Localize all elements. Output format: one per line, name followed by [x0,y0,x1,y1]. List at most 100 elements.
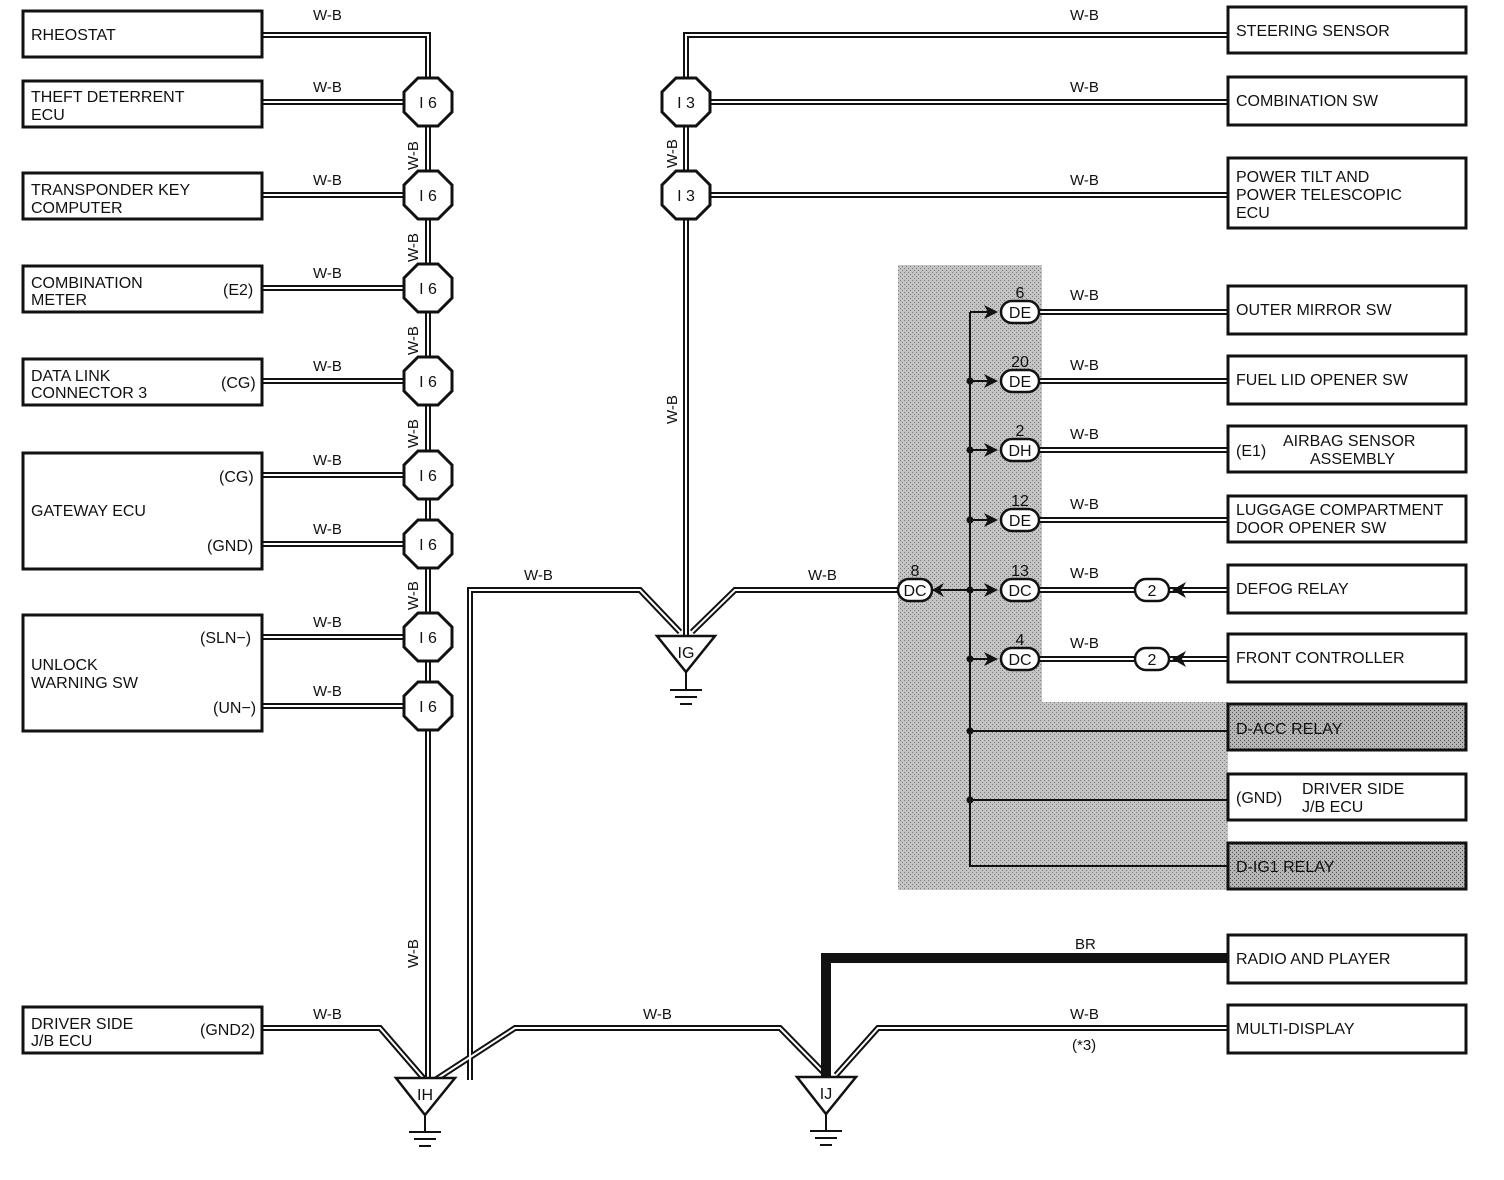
connector-i3: I 3 [660,169,712,221]
box-multi-display: MULTI-DISPLAY [1226,1003,1468,1055]
unlock-label-2: WARNING SW [31,675,139,692]
connector-i6: I 6 [402,355,454,407]
box-transponder-key-computer: TRANSPONDER KEY COMPUTER [21,171,264,221]
wire-label: W-B [1070,79,1099,96]
power-tilt-label-2: POWER TELESCOPIC [1236,187,1402,204]
connectors-i3: I 3 I 3 [660,76,712,221]
connector-pin: 4 [1016,632,1025,649]
connector-dh: DH2 [999,423,1041,463]
shaded-bus [930,305,1228,867]
ground-ig-label: IG [678,645,695,662]
upper-wires [683,32,1228,1077]
connector-pin: 8 [911,563,920,580]
connector-i6: I 6 [402,518,454,570]
shaded-out-wires [1040,309,1228,662]
rheostat-label: RHEOSTAT [31,27,116,44]
wire-label: W-B [313,521,342,538]
d-ig1-label: D-IG1 RELAY [1236,859,1335,876]
box-combination-sw: COMBINATION SW [1226,75,1468,127]
connector-dc-label: DC [1008,652,1031,669]
ground-ij-label: IJ [820,1086,832,1103]
gateway-label: GATEWAY ECU [31,503,146,520]
combination-sw-label: COMBINATION SW [1236,93,1379,110]
transponder-label-1: TRANSPONDER KEY [31,182,190,199]
connector-pin: 13 [1011,563,1029,580]
connector-de: DE6 [999,285,1041,325]
box-front-controller: FRONT CONTROLLER [1226,632,1468,684]
connector-i6-label: I 6 [419,630,437,647]
wire-label: W-B [808,567,837,584]
box-power-tilt-ecu: POWER TILT AND POWER TELESCOPIC ECU [1226,156,1468,230]
wire-label: W-B [313,7,342,24]
wire-label: W-B [313,79,342,96]
connector-i6-label: I 6 [419,468,437,485]
connector-small-2: 2 [1133,577,1171,603]
multi-display-label: MULTI-DISPLAY [1236,1021,1355,1038]
connector-small-label: 2 [1148,652,1157,669]
connector-i6: I 6 [402,169,454,221]
connector-i6-label: I 6 [419,188,437,205]
ground-ih: IH [393,1076,458,1147]
wire-label: W-B [313,683,342,700]
connector-i6: I 6 [402,76,454,128]
br-wire [821,953,1228,1078]
connector-dc: DC 8 [896,563,934,603]
box-combination-meter: COMBINATION METER (E2) [21,264,264,314]
wire-label: W-B [1070,357,1099,374]
wire-label-vertical: W-B [405,581,422,610]
gateway-pin-gnd: (GND) [207,538,253,555]
connector-i6-label: I 6 [419,374,437,391]
driver-jb-left-label-1: DRIVER SIDE [31,1016,133,1033]
ground-ig: IG [654,634,718,705]
box-airbag-sensor-assembly: (E1) AIRBAG SENSOR ASSEMBLY [1226,424,1468,474]
wire-label: W-B [643,1006,672,1023]
wire-label-vertical: W-B [405,141,422,170]
connector-de-label: DE [1009,513,1031,530]
connector-i6: I 6 [402,449,454,501]
box-radio-and-player: RADIO AND PLAYER [1226,933,1468,985]
wire-label-br: BR [1075,936,1096,953]
ground-ih-label: IH [417,1087,433,1104]
wire-label: W-B [1070,1006,1099,1023]
wire-label: W-B [1070,565,1099,582]
d-acc-label: D-ACC RELAY [1236,721,1343,738]
driver-jb-right-label-1: DRIVER SIDE [1302,781,1404,798]
connector-de-label: DE [1009,305,1031,322]
connector-i6: I 6 [402,262,454,314]
wire-label: W-B [1070,426,1099,443]
connector-i3-label: I 3 [677,95,695,112]
connector-dc-label: DC [903,583,926,600]
driver-jb-left-pin: (GND2) [200,1022,255,1039]
box-luggage-door-opener-sw: LUGGAGE COMPARTMENT DOOR OPENER SW [1226,494,1468,544]
luggage-label-1: LUGGAGE COMPARTMENT [1236,502,1444,519]
dlc3-label-1: DATA LINK [31,368,111,385]
box-d-ig1-relay: D-IG1 RELAY [1226,841,1468,891]
box-outer-mirror-sw: OUTER MIRROR SW [1226,284,1468,336]
wire-label: W-B [313,614,342,631]
theft-deterrent-label-1: THEFT DETERRENT [31,89,185,106]
connector-pin: 2 [1016,423,1025,440]
wire-label: W-B [1070,496,1099,513]
connector-small-2: 2 [1133,646,1171,672]
wire-label-vertical: W-B [664,139,681,168]
combination-meter-label-1: COMBINATION [31,275,143,292]
wire-label: W-B [524,567,553,584]
box-theft-deterrent-ecu: THEFT DETERRENT ECU [21,79,264,129]
unlock-pin-sln: (SLN−) [200,630,251,647]
connector-i6-label: I 6 [419,537,437,554]
wire-label: W-B [313,172,342,189]
front-controller-label: FRONT CONTROLLER [1236,650,1405,667]
steering-sensor-label: STEERING SENSOR [1236,23,1390,40]
fuel-lid-label: FUEL LID OPENER SW [1236,372,1409,389]
connector-small-label: 2 [1148,583,1157,600]
connector-i6-label: I 6 [419,699,437,716]
defog-label: DEFOG RELAY [1236,581,1349,598]
connector-i6: I 6 [402,680,454,732]
connector-i6-label: I 6 [419,95,437,112]
driver-jb-right-pin: (GND) [1236,790,1282,807]
wire-label-vertical: W-B [405,939,422,968]
power-tilt-label-3: ECU [1236,205,1270,222]
